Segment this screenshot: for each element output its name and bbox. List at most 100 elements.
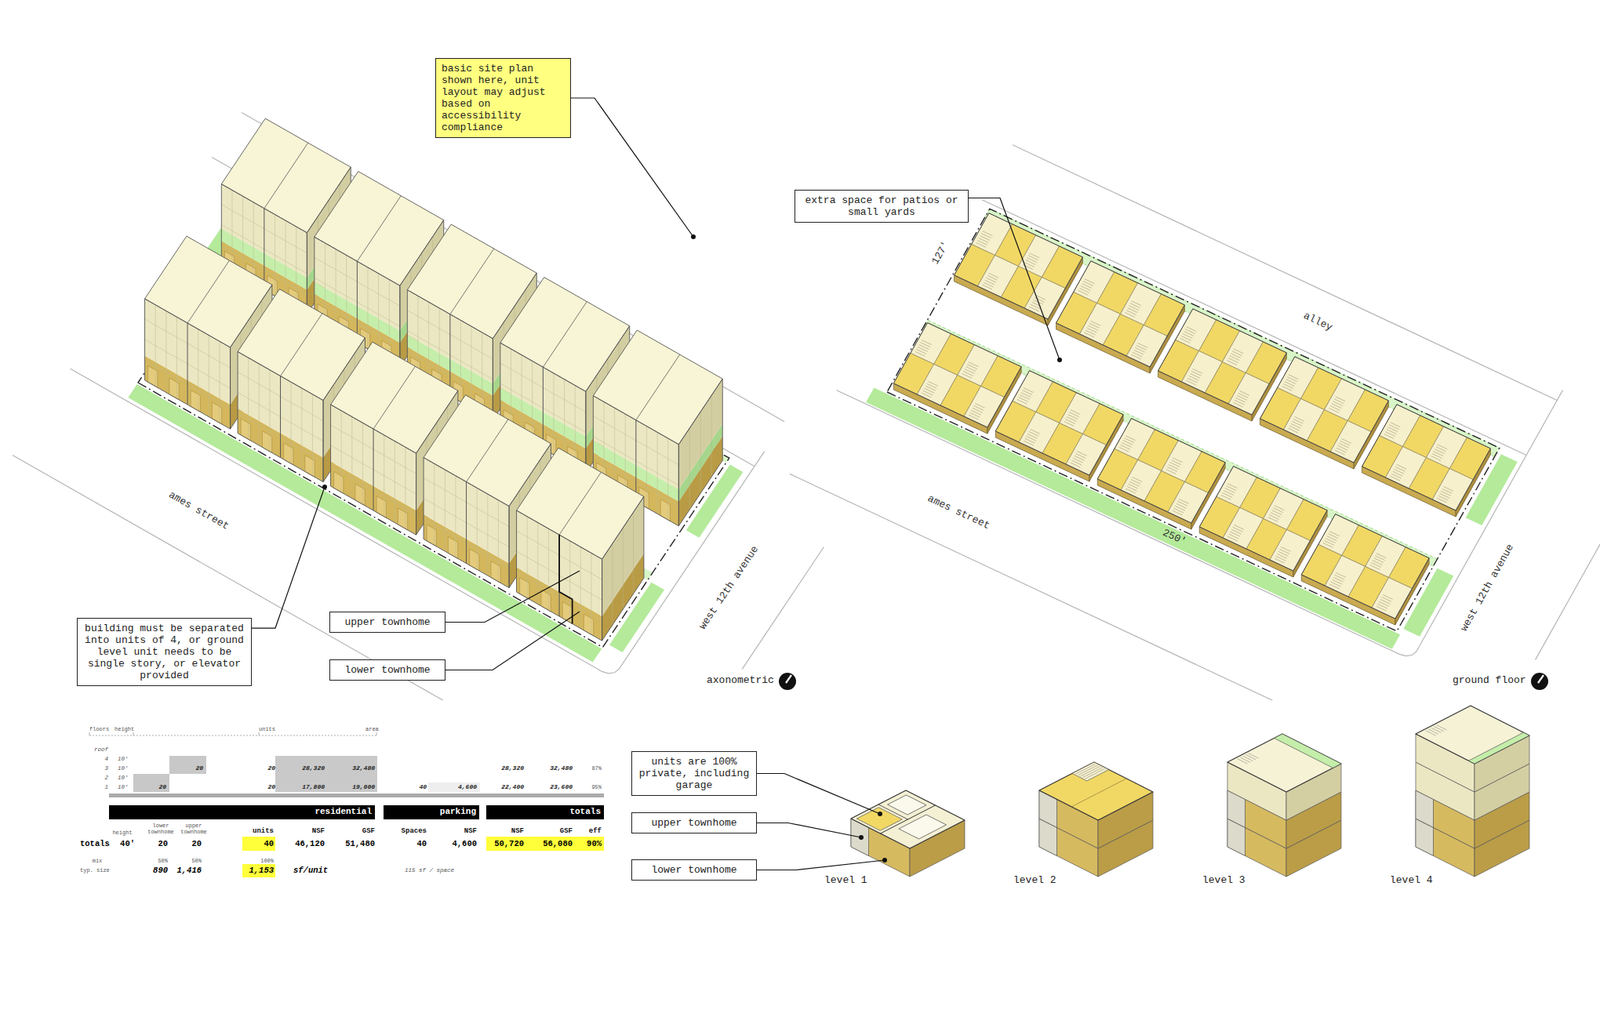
table-header-bar: [486, 805, 604, 820]
table-cell: 46,120: [294, 839, 325, 849]
stair: [1288, 374, 1299, 380]
highlight-cell: [242, 836, 276, 851]
stair: [1327, 536, 1338, 542]
deck: [1469, 732, 1531, 764]
stair: [1189, 375, 1200, 381]
stair: [1238, 392, 1249, 398]
grid-line: [247, 357, 249, 440]
stair: [1019, 395, 1030, 400]
roof-line: [542, 301, 587, 368]
stair: [1084, 768, 1105, 779]
grid-line: [487, 494, 488, 576]
grid-line: [242, 196, 244, 278]
alley-edge: [981, 200, 1527, 456]
table-cell: 4: [104, 756, 109, 764]
stair: [1430, 456, 1441, 462]
building-outline: [954, 213, 1084, 320]
table-cell: 40: [263, 839, 274, 849]
building-outline: [1097, 418, 1226, 524]
view-title: ground floor: [1452, 675, 1527, 688]
view-title: level 2: [1013, 875, 1057, 888]
stair: [1125, 436, 1136, 441]
table-cell: 890: [152, 865, 168, 876]
stair: [917, 347, 928, 353]
table-cell: [133, 774, 170, 793]
building-outline: [893, 323, 1022, 428]
stair: [1323, 542, 1334, 548]
stair: [1286, 379, 1297, 385]
table-cell: [428, 782, 480, 793]
stair: [1434, 449, 1445, 455]
table-header: parking: [440, 807, 477, 818]
grid-line: [208, 335, 210, 418]
dimension-label: 127': [930, 240, 953, 268]
table-cell: 10': [117, 784, 129, 792]
stair: [1428, 729, 1439, 735]
view-title: level 1: [824, 875, 868, 888]
grid-line: [454, 476, 456, 558]
stair: [1026, 258, 1037, 263]
table-header: eff: [589, 827, 602, 836]
stair: [1388, 427, 1399, 433]
table-rule: [109, 793, 604, 798]
stair: [1178, 501, 1189, 506]
stair: [977, 240, 988, 246]
table-cell: 40': [120, 839, 135, 849]
grid-line: [510, 349, 512, 431]
callout-text: extra space for patios or small yards: [800, 194, 963, 219]
stair: [1025, 438, 1036, 444]
stair: [1076, 453, 1087, 459]
unit-top: [1227, 734, 1342, 793]
stair: [1072, 762, 1110, 782]
table-cell: 28,320: [301, 764, 325, 772]
building-outline: [1199, 466, 1328, 571]
stair: [1078, 290, 1089, 296]
stair: [1330, 581, 1342, 587]
stair: [1291, 421, 1302, 426]
table-header: totals: [569, 807, 601, 818]
stair: [1240, 757, 1251, 763]
table-header: height: [114, 726, 135, 733]
stair: [1335, 396, 1346, 402]
room: [1389, 547, 1430, 590]
stair: [1392, 471, 1404, 477]
stair: [1184, 331, 1195, 337]
grid-line: [711, 395, 713, 477]
stair: [1330, 406, 1341, 411]
stair: [987, 275, 998, 280]
building-outline: [330, 404, 417, 535]
stair: [1329, 531, 1340, 537]
stair: [962, 373, 973, 379]
stair: [1294, 416, 1306, 422]
grid-line: [389, 280, 390, 362]
unit-top: [1039, 762, 1153, 821]
stair: [1120, 444, 1131, 450]
stair: [1235, 397, 1246, 403]
garage-door: [426, 524, 437, 547]
stair: [1080, 286, 1091, 291]
stair: [1082, 767, 1102, 779]
street-name: ames street: [925, 493, 992, 533]
grid-line: [657, 432, 659, 514]
stair: [1127, 486, 1138, 491]
grid-line: [165, 311, 167, 393]
stair: [972, 407, 983, 413]
stair: [1072, 460, 1083, 466]
grid-line: [465, 482, 467, 564]
street-edge: [1535, 436, 1600, 660]
stair: [1335, 572, 1346, 578]
table-header: NSF: [464, 827, 477, 836]
table-header: residential: [314, 807, 372, 818]
stair: [1083, 281, 1094, 287]
grid-line: [574, 385, 576, 468]
stair: [1132, 352, 1143, 357]
north-arrow: [1538, 675, 1544, 684]
stair: [1130, 303, 1141, 309]
stair: [927, 383, 938, 389]
stair: [1028, 255, 1039, 261]
garage-door: [520, 578, 530, 600]
building-outline: [602, 496, 644, 641]
grid-line: [231, 189, 233, 272]
room: [1041, 246, 1083, 289]
stair: [1336, 447, 1347, 453]
